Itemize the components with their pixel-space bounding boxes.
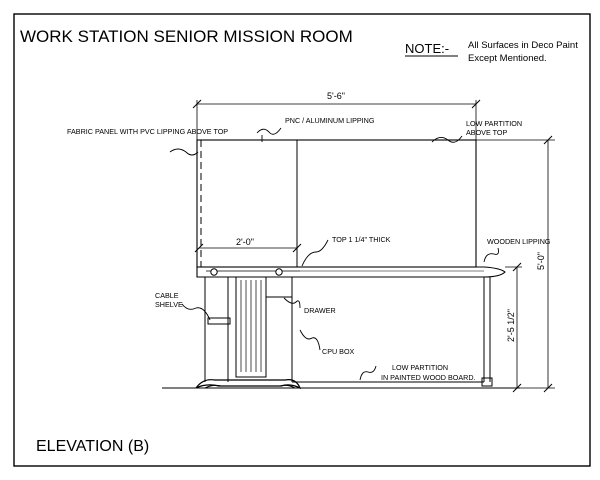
callout-cpu-box: CPU BOX [299, 329, 355, 356]
overall-width-dimension: 5'-6" [192, 91, 481, 140]
overall-height-dimension: 5'-0" [476, 135, 555, 393]
svg-text:LOW PARTITION: LOW PARTITION [466, 119, 522, 128]
svg-text:LOW PARTITION: LOW PARTITION [392, 363, 448, 372]
callout-wooden-lipping: WOODEN LIPPING [483, 237, 551, 263]
note-heading: NOTE:- [405, 41, 449, 56]
svg-text:TOP 1 1/4" THICK: TOP 1 1/4" THICK [332, 235, 391, 244]
callout-low-partition-bottom: LOW PARTITION IN PAINTED WOOD BOARD. [359, 363, 476, 382]
callout-drawer: DRAWER [283, 297, 336, 315]
callout-cable-shelve: CABLE SHELVE [155, 291, 211, 321]
svg-text:FABRIC PANEL WITH PVC LIPPING: FABRIC PANEL WITH PVC LIPPING ABOVE TOP [67, 127, 228, 136]
note-line-1: All Surfaces in Deco Paint [468, 40, 578, 51]
svg-text:IN PAINTED WOOD BOARD.: IN PAINTED WOOD BOARD. [381, 373, 476, 382]
svg-text:CPU BOX: CPU BOX [322, 347, 355, 356]
drawing-title: WORK STATION SENIOR MISSION ROOM [20, 27, 353, 46]
overall-height-label: 5'-0" [536, 252, 546, 270]
desk-base [195, 276, 493, 390]
note-line-2: Except Mentioned. [468, 53, 547, 64]
svg-text:CABLE: CABLE [155, 291, 179, 300]
callout-low-partition-top: LOW PARTITION ABOVE TOP [431, 119, 522, 143]
overall-width-label: 5'-6" [327, 91, 345, 101]
svg-text:SHELVE: SHELVE [155, 300, 183, 309]
callout-pnc-lipping: PNC / ALUMINUM LIPPING [256, 116, 375, 142]
panel-width-dimension: 2'-0" [194, 237, 302, 253]
desk-height-label: 2'-5 1/2" [506, 309, 516, 342]
desk-height-dimension: 2'-5 1/2" [505, 262, 522, 393]
sheet-border [13, 13, 591, 467]
callout-fabric-panel: FABRIC PANEL WITH PVC LIPPING ABOVE TOP [67, 127, 228, 156]
panel-width-label: 2'-0" [236, 237, 254, 247]
svg-text:ABOVE TOP: ABOVE TOP [466, 128, 507, 137]
svg-text:WOODEN LIPPING: WOODEN LIPPING [487, 237, 551, 246]
desk-top [196, 266, 506, 278]
callout-top-thick: TOP 1 1/4" THICK [301, 235, 391, 267]
view-title: ELEVATION (B) [36, 438, 149, 455]
svg-text:PNC / ALUMINUM LIPPING: PNC / ALUMINUM LIPPING [285, 116, 375, 125]
svg-text:DRAWER: DRAWER [304, 306, 336, 315]
